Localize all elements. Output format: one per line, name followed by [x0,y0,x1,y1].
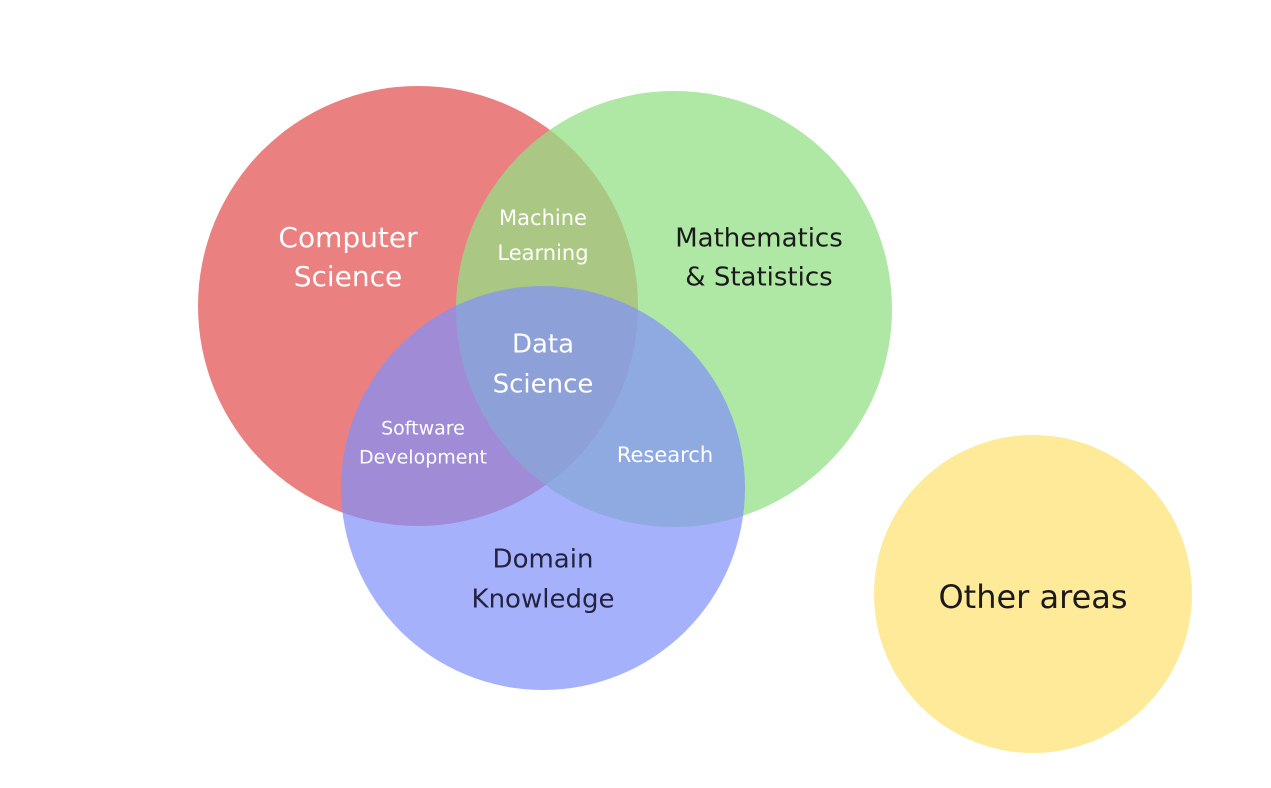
label-software-development-line2: Development [359,447,487,469]
label-software-development-line1: Software [381,418,465,440]
label-domain-knowledge-line2: Knowledge [472,585,615,615]
circle-domain-knowledge [341,286,745,690]
label-mathematics-line1: Mathematics [675,224,843,254]
label-domain-knowledge-line1: Domain [493,545,594,575]
label-computer-science-line1: Computer [278,221,418,254]
label-data-science-line1: Data [512,330,574,360]
label-data-science-line2: Science [493,370,594,400]
label-other-areas: Other areas [938,578,1127,616]
label-computer-science-line2: Science [294,260,403,293]
label-machine-learning-line1: Machine [499,206,587,230]
label-mathematics-line2: & Statistics [685,263,832,293]
label-research: Research [617,443,713,467]
label-machine-learning-line2: Learning [497,241,588,265]
circle-other-areas [874,435,1192,753]
